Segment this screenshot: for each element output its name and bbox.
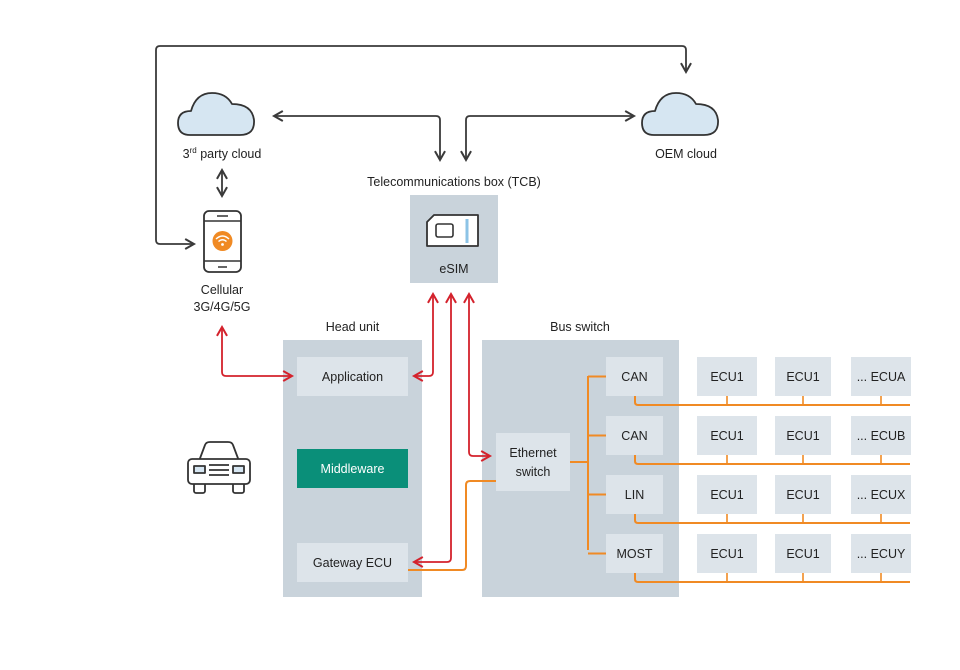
phone-to-application-line bbox=[216, 324, 295, 382]
ethernet-switch-label-1: Ethernet bbox=[509, 446, 557, 460]
ecu-box[interactable] bbox=[851, 416, 911, 455]
bus-line bbox=[634, 396, 910, 406]
ethernet-switch-box[interactable] bbox=[496, 433, 570, 491]
bus-line bbox=[634, 514, 910, 524]
application-label: Application bbox=[322, 370, 383, 384]
ecu-box[interactable] bbox=[697, 475, 757, 514]
gateway-ecu-label: Gateway ECU bbox=[313, 556, 392, 570]
ecu-label: ... ECUA bbox=[857, 370, 906, 384]
bus-line bbox=[634, 573, 910, 583]
ecu-box[interactable] bbox=[697, 534, 757, 573]
ecu-label: ECU1 bbox=[710, 547, 743, 561]
application-box[interactable] bbox=[297, 357, 408, 396]
bus-box-most[interactable] bbox=[606, 534, 663, 573]
ecu-label: ECU1 bbox=[786, 370, 819, 384]
bus-switch-title: Bus switch bbox=[550, 320, 610, 334]
oem-cloud-to-tcb-line bbox=[460, 110, 637, 163]
cellular-label-2: 3G/4G/5G bbox=[194, 300, 251, 314]
ecu-label: ECU1 bbox=[710, 488, 743, 502]
tcb-title: Telecommunications box (TCB) bbox=[367, 175, 541, 189]
bus-label: MOST bbox=[616, 547, 652, 561]
ecu-label: ... ECUX bbox=[857, 488, 906, 502]
phone-to-oem-cloud-line bbox=[155, 45, 692, 250]
ecu-label: ECU1 bbox=[710, 429, 743, 443]
cellular-label-1: Cellular bbox=[201, 283, 243, 297]
ecu-label: ... ECUB bbox=[857, 429, 906, 443]
middleware-label: Middleware bbox=[321, 462, 385, 476]
ecu-box[interactable] bbox=[775, 357, 831, 396]
bus-box-can[interactable] bbox=[606, 357, 663, 396]
third-party-cloud-label: 3rd party cloud bbox=[183, 146, 262, 161]
bus-box-can[interactable] bbox=[606, 416, 663, 455]
esim-to-ethernet-line bbox=[463, 291, 493, 462]
bus-label: CAN bbox=[621, 429, 647, 443]
cloud-icon bbox=[177, 92, 255, 136]
middleware-box[interactable] bbox=[297, 449, 408, 488]
ecu-label: ECU1 bbox=[786, 429, 819, 443]
bus-label: LIN bbox=[625, 488, 644, 502]
bus-lines bbox=[588, 375, 910, 583]
ecu-box[interactable] bbox=[775, 534, 831, 573]
car-icon bbox=[187, 441, 251, 494]
ecu-label: ECU1 bbox=[786, 547, 819, 561]
bus-line bbox=[634, 455, 910, 465]
gateway-ecu-box[interactable] bbox=[297, 543, 408, 582]
ecu-box[interactable] bbox=[775, 475, 831, 514]
bus-box-lin[interactable] bbox=[606, 475, 663, 514]
ecu-box[interactable] bbox=[851, 475, 911, 514]
oem-cloud-label: OEM cloud bbox=[655, 147, 717, 161]
gateway-to-ethernet-line bbox=[408, 480, 496, 571]
ecu-box[interactable] bbox=[851, 534, 911, 573]
ecu-label: ... ECUY bbox=[857, 547, 906, 561]
bus-label: CAN bbox=[621, 370, 647, 384]
ecu-box[interactable] bbox=[697, 416, 757, 455]
ecu-box[interactable] bbox=[775, 416, 831, 455]
third-party-cloud-to-tcb-line bbox=[271, 110, 446, 163]
ecu-label: ECU1 bbox=[786, 488, 819, 502]
ecu-label: ECU1 bbox=[710, 370, 743, 384]
esim-to-gateway-line bbox=[411, 291, 457, 568]
cloud-icon bbox=[641, 92, 719, 136]
wifi-icon bbox=[212, 231, 233, 251]
ethernet-switch-label-2: switch bbox=[516, 465, 551, 479]
head-unit-title: Head unit bbox=[326, 320, 380, 334]
ecu-box[interactable] bbox=[697, 357, 757, 396]
sim-card-icon bbox=[426, 214, 479, 247]
esim-label: eSIM bbox=[439, 262, 468, 276]
ecu-box[interactable] bbox=[851, 357, 911, 396]
